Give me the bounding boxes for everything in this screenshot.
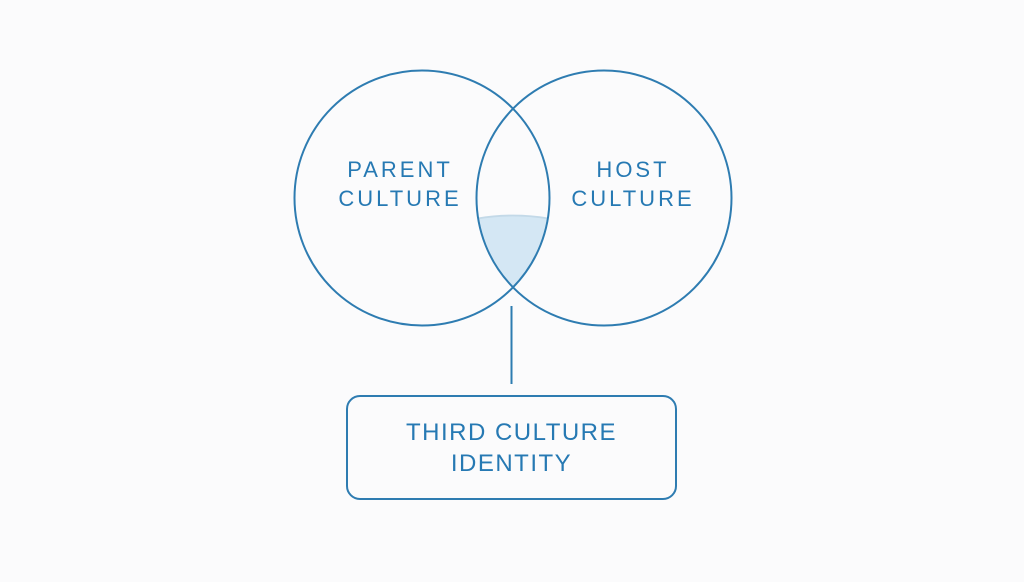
parent-culture-label: PARENT CULTURE [338,155,461,213]
third-culture-identity-box: THIRD CULTURE IDENTITY [346,395,677,500]
host-culture-label-line2: CULTURE [571,186,695,211]
third-culture-identity-label-line1: THIRD CULTURE [405,418,618,446]
parent-culture-circle [293,69,551,327]
host-culture-label-line1: HOST [596,157,670,182]
host-culture-label: HOST CULTURE [571,155,694,213]
parent-culture-label-line2: CULTURE [338,186,462,211]
host-culture-circle [475,69,733,327]
third-culture-identity-label-line2: IDENTITY [450,449,573,477]
parent-culture-label-line1: PARENT [347,157,453,182]
overlap-fill-edge [477,214,549,222]
